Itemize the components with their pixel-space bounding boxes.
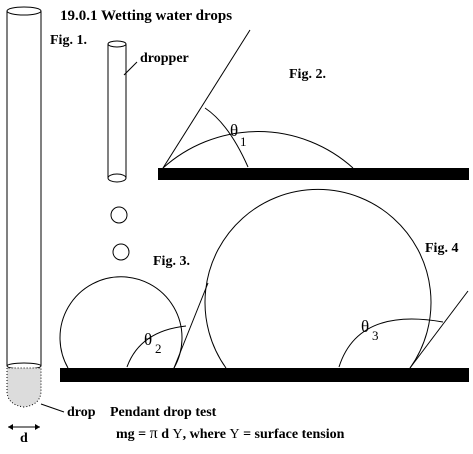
fig2-theta-sub: 1 xyxy=(240,134,247,149)
d-dimension-arrow xyxy=(8,424,40,430)
fig2-tangent xyxy=(162,29,251,169)
eq-gamma2: Y xyxy=(229,427,239,442)
fig3-fig4-surface xyxy=(60,368,469,382)
eq-pi: π xyxy=(150,425,158,442)
diagram-title: 19.0.1 Wetting water drops xyxy=(60,8,232,24)
fig3-label: Fig. 3. xyxy=(153,254,190,269)
d-label: d xyxy=(20,431,28,446)
eq-mid: d xyxy=(158,427,173,442)
fig3-tangent xyxy=(173,282,209,369)
fig4-angle-arc xyxy=(338,318,444,368)
eq-suffix: = surface tension xyxy=(240,427,345,442)
eq-rest: , where xyxy=(183,427,230,442)
fig2-drop xyxy=(162,131,354,169)
fig1-label: Fig. 1. xyxy=(50,33,87,48)
drop-pointer xyxy=(40,403,65,413)
fig2-theta: θ xyxy=(230,121,238,140)
pendant-equation: mg = π d Y, where Y = surface tension xyxy=(116,425,345,442)
fig1-tube xyxy=(6,6,42,370)
eq-gamma: Y xyxy=(173,427,183,442)
fig2-surface xyxy=(158,168,469,180)
falling-drop-1 xyxy=(110,206,128,224)
fig2-angle-arc xyxy=(204,107,249,168)
dropper xyxy=(107,40,127,183)
fig4-theta: θ xyxy=(361,317,369,336)
fig2-label: Fig. 2. xyxy=(289,67,326,82)
fig3-theta: θ xyxy=(144,330,152,349)
drop-label: drop xyxy=(67,405,96,420)
fig4-drop xyxy=(204,188,432,369)
falling-drop-2 xyxy=(112,243,130,261)
fig4-theta-sub: 3 xyxy=(372,328,379,343)
dropper-label: dropper xyxy=(140,51,189,66)
pendant-drop-title: Pendant drop test xyxy=(110,405,217,420)
eq-prefix: mg = xyxy=(116,427,150,442)
pendant-drop xyxy=(6,367,42,408)
fig4-tangent xyxy=(409,290,469,369)
fig3-theta-sub: 2 xyxy=(155,341,162,356)
fig3-angle-arc xyxy=(126,325,187,368)
fig4-label: Fig. 4 xyxy=(425,241,458,256)
dropper-pointer xyxy=(123,61,138,76)
fig3-drop xyxy=(59,276,183,369)
